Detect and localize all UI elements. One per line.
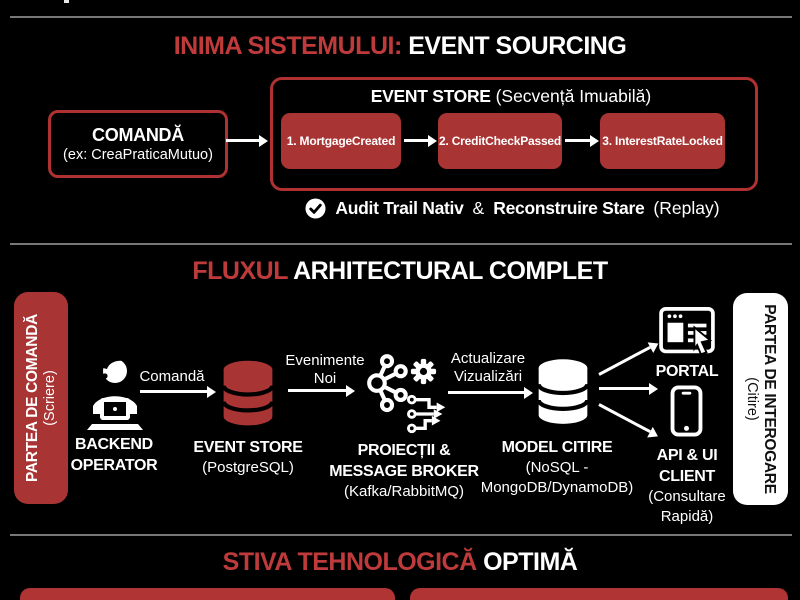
smartphone-icon xyxy=(670,385,703,437)
broker-line1: PROIECȚII & xyxy=(357,442,451,459)
backend-operator-line2: OPERATOR xyxy=(70,457,158,474)
command-side-banner-title: PARTEA DE COMANDĂ xyxy=(24,314,41,482)
audit-part1: Audit Trail Nativ xyxy=(335,198,464,218)
kafka-icon xyxy=(367,354,408,413)
database-white-icon xyxy=(536,359,590,424)
portal-label-text: PORTAL xyxy=(655,363,719,380)
broker-line3: (Kafka/RabbitMQ) xyxy=(343,483,465,500)
arrow-broker-to-readmodel xyxy=(448,391,524,394)
divider-middle xyxy=(10,243,792,245)
arrow2-label: Evenimente Noi xyxy=(285,352,364,388)
arrow3-label: Actualizare Vizualizări xyxy=(451,350,525,386)
arrow2-label-line2: Noi xyxy=(313,370,337,387)
audit-part2: Reconstruire Stare xyxy=(493,198,645,218)
gear-icon xyxy=(410,358,437,385)
event-store-title-subtitle: (Secvență Imuabilă) xyxy=(495,86,652,106)
check-circle-icon xyxy=(305,198,326,219)
database-red-icon xyxy=(221,360,275,426)
portal-label: PORTAL xyxy=(656,361,719,382)
stack-box-left xyxy=(20,588,395,600)
event-store-title: EVENT STORE (Secvență Imuabilă) xyxy=(270,86,752,107)
audit-part3: (Replay) xyxy=(653,198,720,218)
command-side-banner-subtitle: (Scriere) xyxy=(42,370,58,426)
command-box-example: (ex: CreaPraticaMutuo) xyxy=(63,147,213,163)
arrow-event2-to-event3 xyxy=(565,139,590,142)
stack-section-title: STIVA TEHNOLOGICĂ OPTIMĂ xyxy=(0,548,800,577)
arrow-readmodel-to-client-mid xyxy=(599,387,649,390)
event-card-2: 2. CreditCheckPassed xyxy=(438,113,562,169)
read-model-label: MODEL CITIRE (NoSQL - MongoDB/DynamoDB) xyxy=(481,437,634,498)
backend-operator-label: BACKEND OPERATOR xyxy=(71,434,158,476)
stack-title-main: OPTIMĂ xyxy=(483,548,578,576)
arrow-readmodel-to-client-low xyxy=(598,403,651,434)
flow-title-main: ARHITECTURAL COMPLET xyxy=(293,257,608,285)
query-side-banner: PARTEA DE INTEROGARE (Citire) xyxy=(733,293,788,505)
api-client-line1: API & UI xyxy=(656,447,718,464)
audit-trail-row: Audit Trail Nativ & Reconstruire Stare (… xyxy=(270,198,755,219)
operator-at-laptop-icon xyxy=(87,357,143,430)
flow-title-accent: FLUXUL xyxy=(192,257,288,285)
broker-icon-group xyxy=(364,350,454,442)
event-card-3: 3. InterestRateLocked xyxy=(600,113,725,169)
api-client-line3: (Consultare xyxy=(648,488,726,505)
backend-operator-line1: BACKEND xyxy=(75,436,153,453)
arrow3-label-line2: Vizualizări xyxy=(453,368,523,385)
read-model-line1: MODEL CITIRE xyxy=(501,439,613,456)
query-side-banner-title: PARTEA DE INTEROGARE xyxy=(760,304,778,494)
arrow3-label-line1: Actualizare xyxy=(450,350,526,367)
query-side-banner-subtitle: (Citire) xyxy=(743,377,760,421)
divider-top xyxy=(10,16,792,18)
arrow1-label: Comandă xyxy=(139,368,205,385)
arrow2-label-line1: Evenimente xyxy=(285,352,365,369)
arrow-eventstore-to-broker xyxy=(288,389,346,392)
audit-sep: & xyxy=(472,198,485,218)
read-model-line3: MongoDB/DynamoDB) xyxy=(480,479,634,496)
read-model-line2: (NoSQL - xyxy=(525,459,589,476)
stack-title-accent: STIVA TEHNOLOGICĂ xyxy=(222,548,478,576)
event-card-1: 1. MortgageCreated xyxy=(281,113,401,169)
api-client-line2: CLIENT xyxy=(659,468,715,485)
crop-artifact xyxy=(64,0,69,3)
arrow-event1-to-event2 xyxy=(404,139,428,142)
command-side-banner: PARTEA DE COMANDĂ (Scriere) xyxy=(14,292,68,504)
heart-title-main: EVENT SOURCING xyxy=(408,32,627,60)
broker-label: PROIECȚII & MESSAGE BROKER (Kafka/Rabbit… xyxy=(329,440,479,502)
browser-cursor-icon xyxy=(659,307,715,356)
event-store-db-label: EVENT STORE (PostgreSQL) xyxy=(193,437,303,478)
arrow-operator-to-eventstore xyxy=(140,390,207,393)
divider-bottom xyxy=(10,534,792,536)
circuit-icon xyxy=(407,394,446,434)
event-store-db-line1: EVENT STORE xyxy=(193,439,303,456)
heart-section-title: INIMA SISTEMULUI: EVENT SOURCING xyxy=(0,32,800,61)
flow-section-title: FLUXUL ARHITECTURAL COMPLET xyxy=(0,257,800,286)
command-box: COMANDĂ (ex: CreaPraticaMutuo) xyxy=(48,110,228,178)
api-client-line4: Rapidă) xyxy=(660,508,714,525)
stack-box-right xyxy=(410,588,788,600)
event-store-db-line2: (PostgreSQL) xyxy=(202,459,294,476)
command-box-title: COMANDĂ xyxy=(92,125,184,145)
arrow-command-to-eventstore xyxy=(226,139,259,142)
heart-title-accent: INIMA SISTEMULUI: xyxy=(173,32,403,60)
event-store-title-bold: EVENT STORE xyxy=(370,86,491,106)
arrow-readmodel-to-portal xyxy=(598,345,651,376)
api-client-label: API & UI CLIENT (Consultare Rapidă) xyxy=(648,445,726,527)
broker-line2: MESSAGE BROKER xyxy=(329,463,479,480)
